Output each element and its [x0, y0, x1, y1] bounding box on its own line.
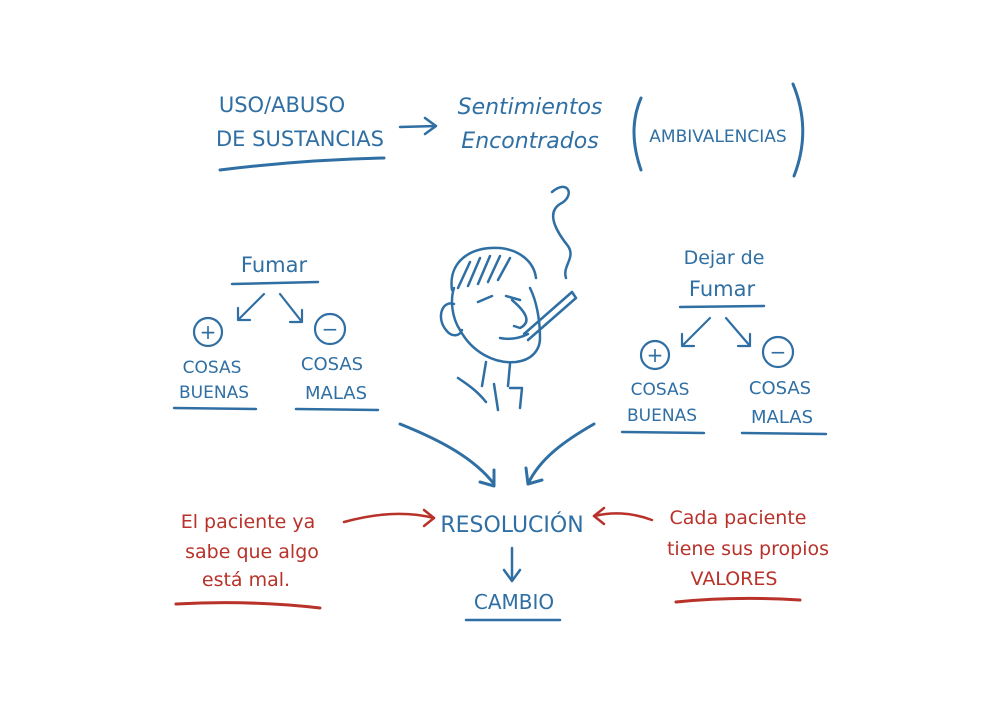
quit-minus-icon	[761, 335, 795, 369]
quit-good-underline	[620, 430, 706, 435]
left-note-underline	[174, 601, 322, 610]
quit-plus-glyph: +	[647, 343, 664, 367]
ambivalence-node: AMBIVALENCIAS	[632, 82, 805, 178]
smoke-minus-icon	[313, 312, 347, 346]
quit-good-line-2: BUENAS	[627, 406, 697, 426]
quit-plus-icon	[639, 339, 671, 371]
right-note-line-3: VALORES	[691, 568, 778, 590]
smoking-man-icon	[439, 185, 578, 412]
smoke-minus-glyph: −	[322, 317, 339, 341]
quit-arrow-left	[680, 316, 712, 348]
substances-line-2: DE SUSTANCIAS	[216, 127, 384, 151]
smoke-plus-glyph: +	[200, 320, 217, 344]
quit-bad-line-2: MALAS	[751, 407, 813, 428]
smoke-good-line-2: BUENAS	[179, 383, 249, 403]
quit-title-underline	[678, 304, 766, 309]
left-note: El paciente ya sabe que algo está mal.	[174, 511, 322, 610]
smoke-good-underline	[172, 406, 258, 411]
left-note-line-2: sabe que algo	[185, 541, 319, 563]
right-note-line-1: Cada paciente	[670, 507, 807, 529]
quit-good-line-1: COSAS	[631, 380, 690, 400]
quit-arrow-right	[724, 316, 752, 348]
quit-branch: Dejar de Fumar + − COSAS BUENAS COSAS MA…	[620, 247, 828, 436]
smoke-plus-icon	[192, 316, 224, 348]
feelings-line-1: Sentimientos	[458, 95, 603, 120]
arrow-right-note-to-resolution	[592, 506, 654, 526]
arrow-quit-to-resolution	[524, 422, 596, 486]
arrow-substances-to-feelings	[398, 116, 438, 136]
arrow-resolution-to-change	[502, 546, 522, 583]
quit-minus-glyph: −	[770, 340, 787, 364]
arrow-left-note-to-resolution	[342, 508, 436, 528]
substances-underline	[218, 156, 386, 172]
smoke-arrow-right	[278, 292, 304, 324]
change-label: CAMBIO	[474, 590, 554, 614]
feelings-line-2: Encontrados	[461, 129, 598, 154]
right-note-line-2: tiene sus propios	[667, 538, 829, 560]
smoke-bad-line-2: MALAS	[305, 383, 367, 404]
smoke-arrow-left	[236, 292, 266, 322]
quit-title-line-2: Fumar	[689, 277, 756, 301]
quit-bad-line-1: COSAS	[749, 378, 811, 399]
substances-node: USO/ABUSO DE SUSTANCIAS	[216, 93, 386, 172]
smoke-bad-underline	[294, 407, 380, 412]
arrow-smoke-to-resolution	[398, 422, 496, 488]
smoke-title-underline	[230, 280, 320, 286]
substances-line-1: USO/ABUSO	[219, 93, 345, 117]
change-node: CAMBIO	[464, 590, 562, 622]
resolution-label: RESOLUCIÓN	[440, 512, 583, 538]
quit-bad-underline	[740, 431, 828, 436]
ambivalence-label: AMBIVALENCIAS	[649, 127, 786, 147]
smoke-title: Fumar	[241, 253, 308, 277]
resolution-node: RESOLUCIÓN	[440, 512, 583, 538]
left-note-line-1: El paciente ya	[181, 511, 316, 533]
open-parenthesis	[632, 96, 643, 172]
smoke-branch: Fumar + − COSAS BUENAS COSAS MALAS	[172, 253, 380, 412]
left-note-line-3: está mal.	[202, 569, 290, 591]
right-note: Cada paciente tiene sus propios VALORES	[667, 507, 829, 604]
close-parenthesis	[791, 82, 805, 178]
right-note-underline	[674, 596, 802, 604]
smoke-bad-line-1: COSAS	[301, 354, 363, 375]
smoke-good-line-1: COSAS	[183, 358, 242, 378]
quit-title-line-1: Dejar de	[684, 247, 765, 269]
feelings-node: Sentimientos Encontrados	[458, 95, 603, 154]
